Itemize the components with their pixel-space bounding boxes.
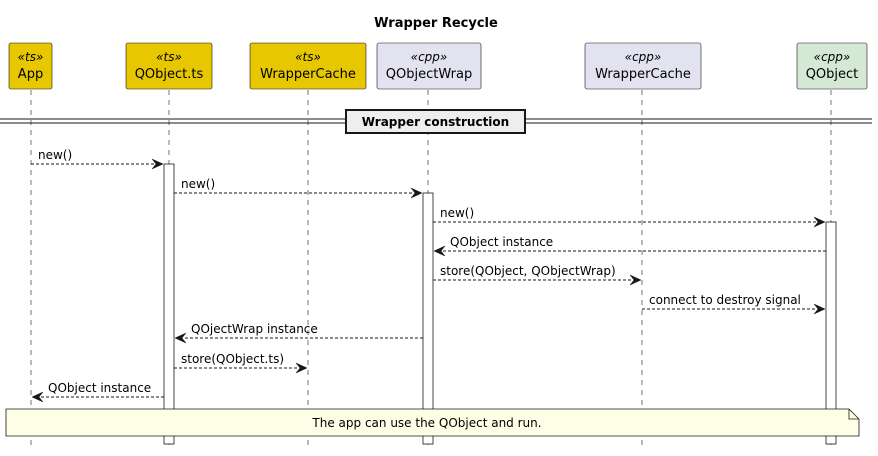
- message-8: QObject instance: [31, 381, 164, 403]
- participant-box: [584, 42, 702, 90]
- participant-stereotype: «ts»: [18, 50, 44, 64]
- message-5: connect to destroy signal: [642, 293, 826, 315]
- participant-stereotype: «cpp»: [411, 50, 448, 64]
- participant-name: QObjectWrap: [386, 67, 472, 82]
- message-label: QOjectWrap instance: [191, 322, 318, 336]
- message-label: connect to destroy signal: [649, 293, 801, 307]
- message-label: new(): [181, 177, 215, 191]
- message-label: QObject instance: [450, 235, 553, 249]
- message-4: store(QObject, QObjectWrap): [433, 264, 642, 286]
- activation-bar: [422, 192, 434, 445]
- note-box: [5, 408, 860, 437]
- participant-stereotype: «cpp»: [625, 50, 662, 64]
- arrowhead-icon: [295, 362, 308, 374]
- participant-stereotype: «ts»: [295, 50, 321, 64]
- diagram-title: Wrapper Recycle: [374, 16, 498, 31]
- message-3: QObject instance: [433, 235, 826, 257]
- separator-label: Wrapper construction: [362, 115, 509, 129]
- messages: new() new() new() QObject instance store(QOb…: [31, 148, 826, 403]
- message-label: store(QObject, QObjectWrap): [440, 264, 616, 278]
- arrowhead-icon: [174, 332, 187, 344]
- activation-bars: [163, 163, 837, 445]
- participant-box: [376, 42, 482, 90]
- arrowhead-icon: [410, 187, 423, 199]
- note-fold: [848, 409, 859, 420]
- participant-box: [125, 42, 213, 90]
- participant-stereotype: «ts»: [156, 50, 182, 64]
- participant-1: «ts» QObject.ts: [125, 42, 213, 90]
- note: The app can use the QObject and run.: [5, 408, 860, 437]
- note-text: The app can use the QObject and run.: [311, 416, 541, 430]
- activation-bar: [163, 163, 175, 445]
- participant-box: [8, 42, 53, 90]
- message-6: QOjectWrap instance: [174, 322, 423, 344]
- participant-stereotype: «cpp»: [814, 50, 851, 64]
- participant-2: «ts» WrapperCache: [249, 42, 367, 90]
- participant-name: WrapperCache: [595, 67, 691, 82]
- participants: «ts»App«ts»QObject.ts«ts»WrapperCache«cp…: [8, 42, 868, 90]
- arrowhead-icon: [813, 303, 826, 315]
- arrowhead-icon: [31, 391, 44, 403]
- arrowhead-icon: [151, 158, 164, 170]
- message-label: new(): [38, 148, 72, 162]
- participant-5: «cpp» QObject: [796, 42, 868, 90]
- message-1: new(): [174, 177, 423, 199]
- participant-4: «cpp» WrapperCache: [584, 42, 702, 90]
- arrowhead-icon: [433, 245, 446, 257]
- message-label: QObject instance: [48, 381, 151, 395]
- participant-name: WrapperCache: [260, 67, 356, 82]
- participant-0: «ts» App: [8, 42, 53, 90]
- message-7: store(QObject.ts): [174, 352, 308, 374]
- message-2: new(): [433, 206, 826, 228]
- message-label: store(QObject.ts): [181, 352, 284, 366]
- participant-name: QObject.ts: [135, 67, 204, 82]
- arrowhead-icon: [629, 274, 642, 286]
- arrowhead-icon: [813, 216, 826, 228]
- message-label: new(): [440, 206, 474, 220]
- activation-bar: [825, 221, 837, 445]
- separator-box: [345, 109, 526, 134]
- separator: Wrapper construction: [0, 109, 872, 134]
- participant-name: App: [18, 67, 43, 82]
- participant-3: «cpp» QObjectWrap: [376, 42, 482, 90]
- participant-box: [796, 42, 868, 90]
- message-0: new(): [31, 148, 164, 170]
- participant-name: QObject: [806, 67, 859, 82]
- participant-box: [249, 42, 367, 90]
